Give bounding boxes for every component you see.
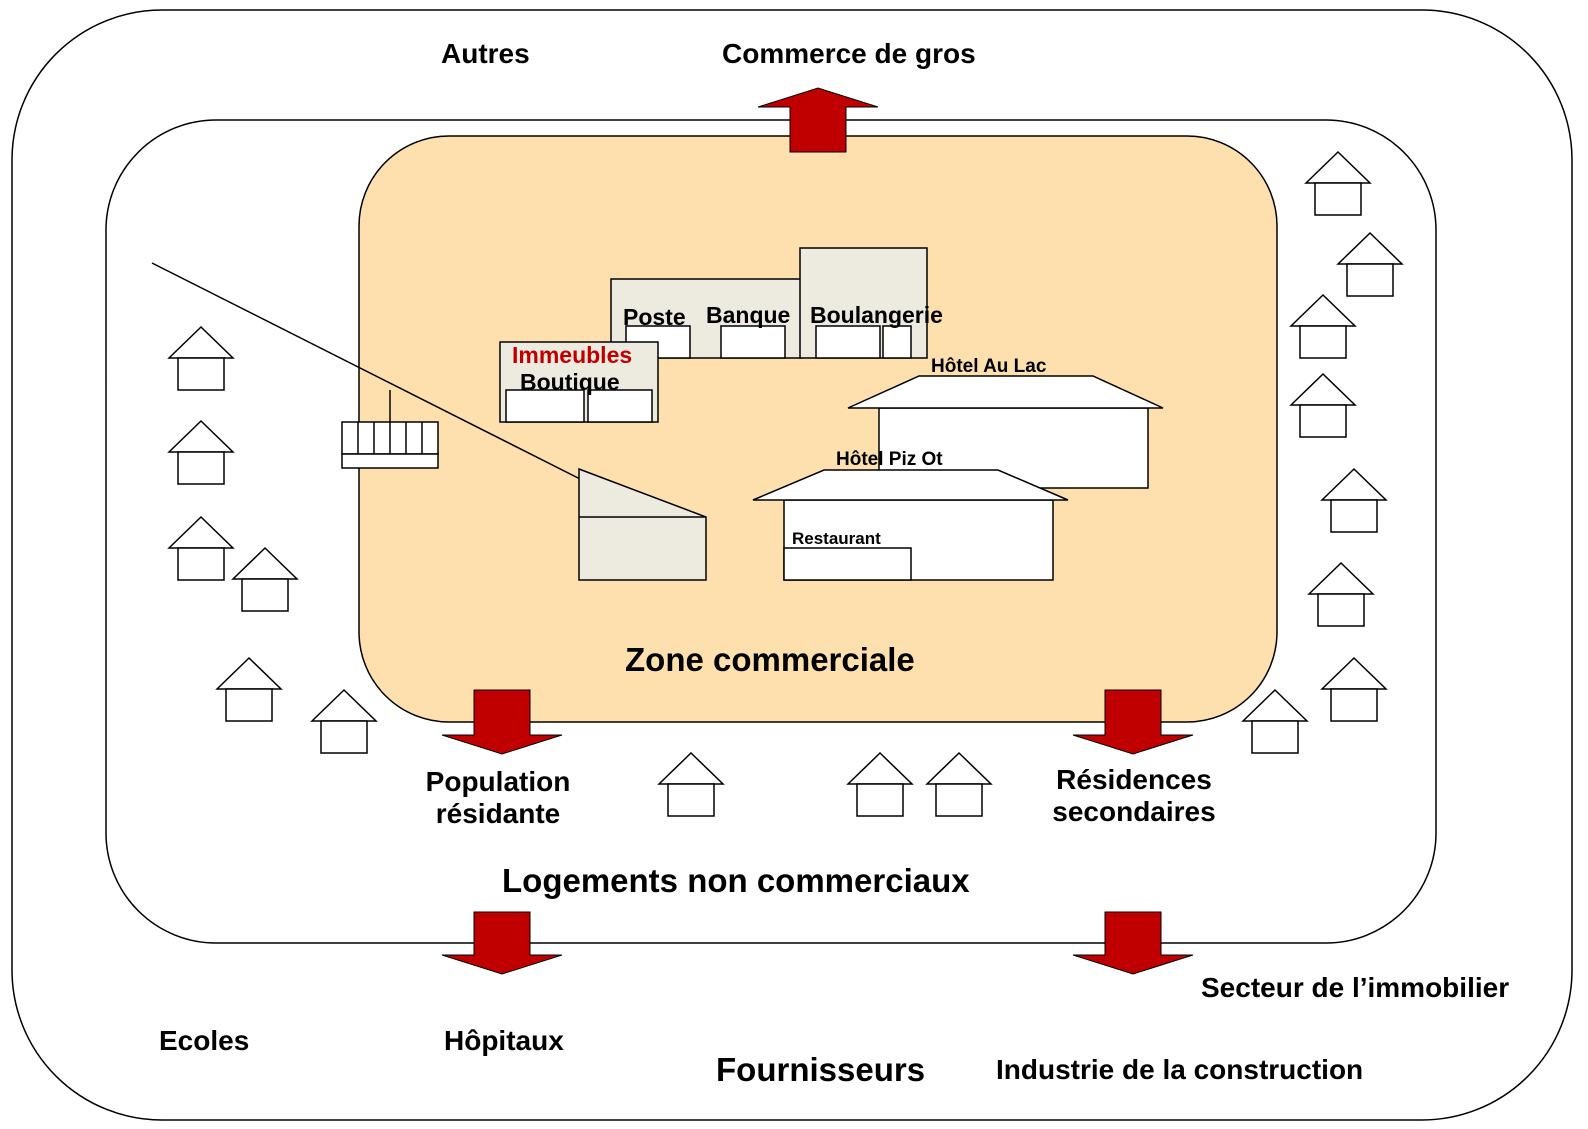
house-icon [167,419,235,485]
arrow-down-icon [1072,911,1194,975]
label-industrie-construction: Industrie de la construction [996,1054,1364,1085]
cable-line [151,262,593,486]
label-boutique: Boutique [520,369,620,395]
house-icon [925,751,993,817]
label-autres: Autres [441,38,530,69]
house-icon [1320,656,1388,722]
label-residante: résidante [435,798,561,830]
label-residences-secondaires: Résidences secondaires [1036,764,1232,828]
label-residences: Résidences [1056,764,1212,795]
label-poste: Poste [623,304,686,330]
label-banque: Banque [706,302,791,328]
label-immeubles: Immeubles [512,342,633,368]
label-population: Population [425,766,571,797]
label-secondaires: secondaires [1052,796,1216,828]
house-icon [167,515,235,581]
label-zone-commerciale: Zone commerciale [625,641,915,678]
label-hotel-au-lac: Hôtel Au Lac [931,356,1047,377]
label-commerce-de-gros: Commerce de gros [722,38,976,69]
house-icon [657,751,725,817]
house-icon [231,546,299,612]
arrow-down-icon [441,689,563,755]
house-icon [1241,688,1309,754]
house-icon [1307,561,1375,627]
house-icon [167,325,235,391]
house-icon [1336,231,1404,297]
house-icon [215,656,283,722]
hotel-piz-ot-building [752,469,1069,581]
label-secteur-immobilier: Secteur de l’immobilier [1201,972,1510,1003]
label-hotel-piz-ot: Hôtel Piz Ot [836,449,943,470]
label-logements-non-commerciaux: Logements non commerciaux [502,862,970,899]
arrow-down-icon [441,911,563,975]
arrow-down-icon [1072,689,1194,755]
house-icon [1304,150,1372,216]
boulangerie-building [799,247,928,359]
boutique-building [499,341,659,423]
label-hopitaux: Hôpitaux [444,1025,564,1056]
house-icon [1289,293,1357,359]
cable-car-icon [341,390,439,469]
house-icon [310,688,378,754]
label-population-residante: Population résidante [410,766,586,830]
label-restaurant: Restaurant [792,529,881,548]
arrow-up-icon [757,87,879,153]
label-fournisseurs: Fournisseurs [716,1051,926,1088]
label-ecoles: Ecoles [159,1025,250,1056]
label-boulangerie: Boulangerie [810,302,943,328]
house-icon [846,751,914,817]
station-building [578,467,707,581]
house-icon [1289,372,1357,438]
house-icon [1320,467,1388,533]
